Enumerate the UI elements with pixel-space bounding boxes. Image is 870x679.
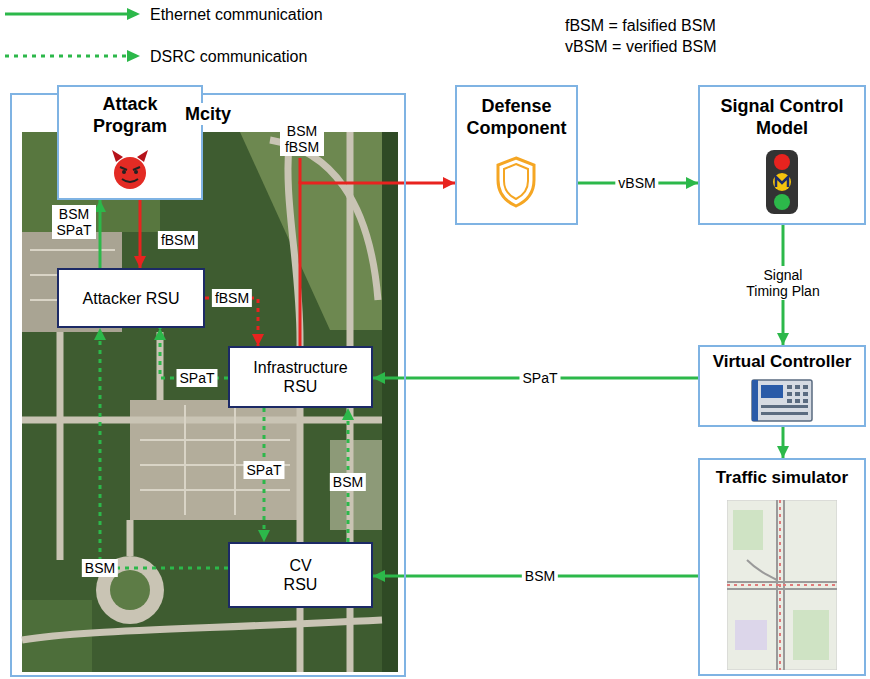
traffic-light-icon — [764, 149, 800, 215]
rsu-box: Attacker RSU — [57, 268, 205, 328]
box-title: Traffic simulator — [716, 468, 848, 488]
label-holder: BSM — [522, 567, 558, 585]
label-holder: vBSM = verified BSM — [565, 37, 717, 56]
dsrc-connector — [100, 328, 228, 568]
label-holder: fBSM — [158, 231, 198, 249]
label-holder: fBSM — [212, 289, 252, 307]
simulator-map — [727, 500, 837, 670]
label-holder: vBSM — [615, 174, 658, 192]
edge-label: SPaT — [519, 369, 560, 387]
label-holder: BSM — [82, 559, 118, 577]
dsrc-connector — [205, 298, 258, 346]
label-holder: SPaT — [176, 369, 217, 387]
box-label: Attacker RSU — [83, 289, 180, 308]
ethernet-connector — [300, 183, 455, 346]
label-holder: BSM fBSM — [280, 122, 324, 156]
box-title: Virtual Controller — [713, 352, 852, 372]
box-label: CV RSU — [281, 556, 321, 594]
edge-label: fBSM — [212, 289, 252, 307]
ethernet-connector — [373, 377, 698, 380]
box-title: Defense Component — [461, 95, 572, 139]
label-holder: Ethernet communication — [150, 5, 323, 24]
controller-device — [751, 377, 813, 423]
legend-samples — [5, 8, 140, 62]
process-box: Signal Control Model — [698, 85, 866, 225]
edge-label: BSM fBSM — [280, 122, 324, 156]
edge-label: SPaT — [243, 461, 284, 479]
edge-label: fBSM — [158, 231, 198, 249]
rsu-box: CV RSU — [228, 542, 373, 608]
legend-text: DSRC communication — [150, 47, 307, 66]
box-title: Attack Program — [85, 93, 175, 137]
box-title: Signal Control Model — [707, 95, 857, 139]
label-holder: BSM — [330, 473, 366, 491]
ethernet-connector — [373, 575, 698, 578]
label-holder: fBSM = falsified BSM — [565, 16, 716, 35]
edge-label: BSM SPaT — [52, 205, 96, 239]
legend-text: Ethernet communication — [150, 5, 323, 24]
region-box: McityAttack Program Attacker RSU Infrastr… — [10, 93, 406, 677]
box-label: Infrastructure RSU — [246, 358, 356, 396]
label-holder: Signal Timing Plan — [740, 266, 827, 300]
process-box: Virtual Controller — [698, 345, 866, 427]
process-box: Defense Component — [455, 85, 578, 225]
leader-line — [299, 158, 302, 184]
edge-label: BSM — [82, 559, 118, 577]
label-holder: DSRC communication — [150, 47, 307, 66]
edge-label: BSM — [522, 567, 558, 585]
edge-label: SPaT — [176, 369, 217, 387]
abbreviation-note: vBSM = verified BSM — [565, 37, 717, 56]
shield-icon — [494, 156, 538, 208]
edge-label: Signal Timing Plan — [740, 266, 827, 300]
devil-icon — [108, 150, 152, 190]
region-title: Mcity — [179, 103, 237, 125]
rsu-box: Infrastructure RSU — [228, 346, 373, 408]
process-box: Traffic simulator — [698, 458, 866, 676]
edge-label: BSM — [330, 473, 366, 491]
satellite-map — [22, 132, 398, 672]
dsrc-connector — [347, 408, 350, 542]
ethernet-connector — [782, 225, 785, 345]
ethernet-connector — [139, 200, 142, 268]
ethernet-connector — [782, 427, 785, 458]
dsrc-connector — [160, 328, 228, 378]
edge-label: vBSM — [615, 174, 658, 192]
label-holder: SPaT — [243, 461, 284, 479]
abbreviation-note: fBSM = falsified BSM — [565, 16, 716, 35]
dsrc-connector — [263, 408, 266, 542]
label-holder: BSM SPaT — [52, 205, 96, 239]
ethernet-connector — [99, 200, 102, 268]
ethernet-connector — [578, 182, 698, 185]
label-holder: SPaT — [519, 369, 560, 387]
